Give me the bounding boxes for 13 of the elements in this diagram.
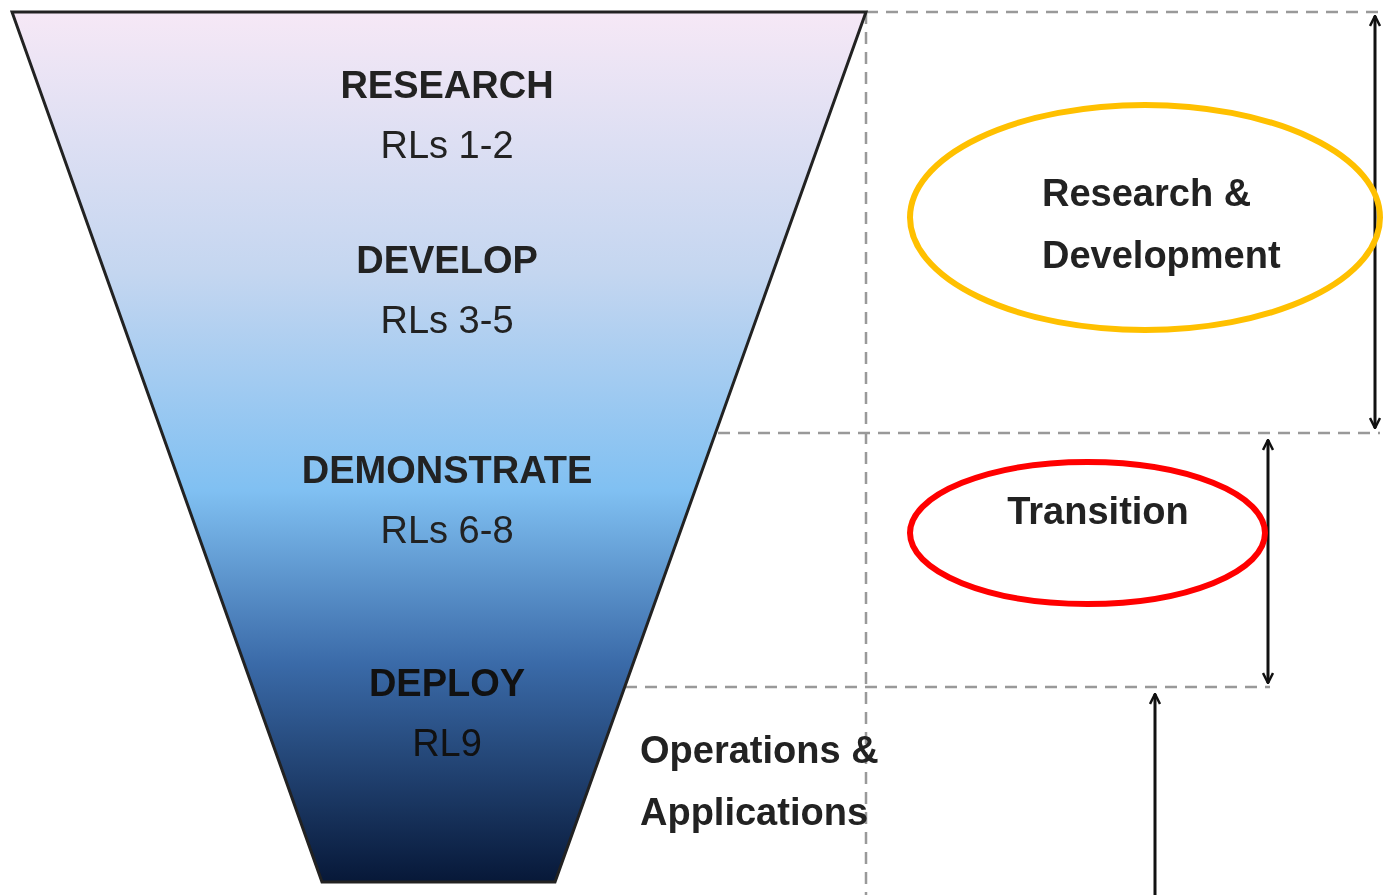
- stage-title: DEMONSTRATE: [301, 448, 593, 492]
- stage-title: RESEARCH: [340, 63, 554, 107]
- stage-title: DEPLOY: [368, 661, 526, 705]
- ellipse-label: Research & Development: [1042, 171, 1282, 278]
- ellipse-label: Transition: [1007, 489, 1189, 533]
- stage-title: DEVELOP: [356, 238, 538, 282]
- readiness-level: RLs 1-2: [380, 123, 514, 167]
- readiness-level: RLs 6-8: [380, 508, 514, 552]
- highlight-ellipse: [905, 100, 1385, 335]
- readiness-level: RL9: [412, 721, 482, 765]
- region-label: Operations & Applications: [640, 728, 880, 835]
- readiness-level: RLs 3-5: [380, 298, 514, 342]
- highlight-ellipse: [905, 457, 1270, 609]
